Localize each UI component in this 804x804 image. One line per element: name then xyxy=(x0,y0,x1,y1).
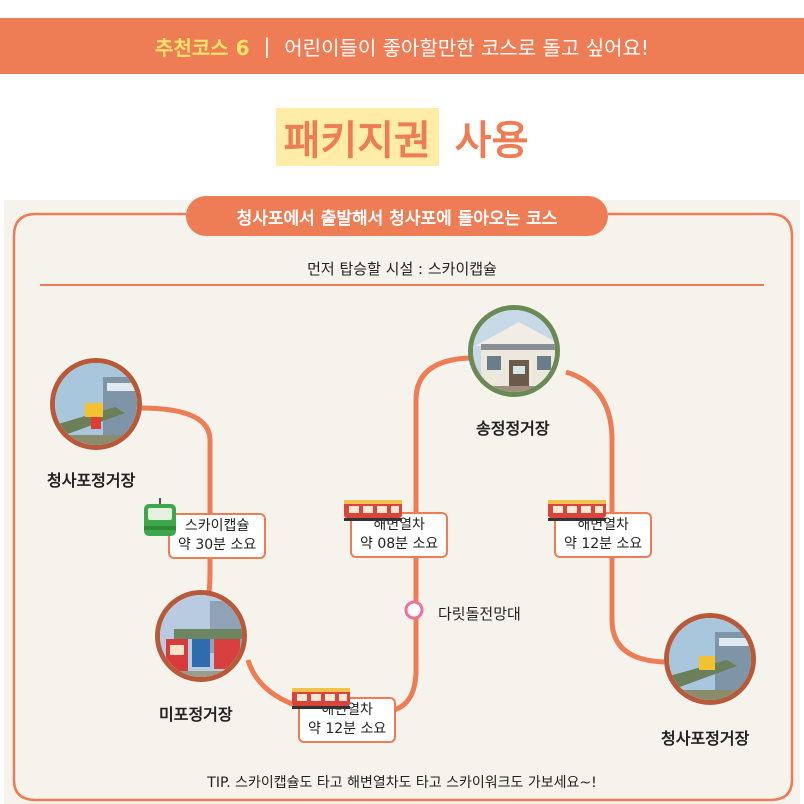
stop-marker xyxy=(404,600,424,620)
banner-text: 어린이들이 좋아할만한 코스로 돌고 싶어요! xyxy=(284,35,649,60)
songjeong-station-photo xyxy=(468,305,560,397)
station-label-cheongsapo-start: 청사포정거장 xyxy=(47,471,136,490)
station-photo-icon xyxy=(160,595,242,677)
leg-duration: 약 30분 소요 xyxy=(178,537,257,553)
station-label-cheongsapo-end: 청사포정거장 xyxy=(661,729,750,748)
route-title: 청사포에서 출발해서 청사포에 돌아오는 코스 xyxy=(186,196,608,236)
beach-train-icon xyxy=(548,500,606,521)
sky-capsule-icon xyxy=(144,498,176,536)
first-ride-text: 먼저 탑승할 시설 : 스카이캡슐 xyxy=(307,260,497,278)
leg-duration: 약 08분 소요 xyxy=(360,536,439,552)
station-label-songjeong: 송정정거장 xyxy=(476,419,550,438)
station-label-mipo: 미포정거장 xyxy=(159,705,233,724)
leg-info-sky-capsule: 스카이캡슐 약 30분 소요 xyxy=(168,513,267,559)
banner-divider: | xyxy=(263,34,271,58)
cheongsapo-end-photo xyxy=(664,613,756,705)
frame-line xyxy=(12,212,794,802)
stop-label-daritdol: 다릿돌전망대 xyxy=(438,605,521,623)
beach-train-icon xyxy=(292,688,350,709)
title-highlight: 패키지권 xyxy=(275,108,439,166)
tip-text: TIP. 스카이캡슐도 타고 해변열차도 타고 스카이워크도 가보세요~! xyxy=(207,775,597,791)
station-photo-icon xyxy=(473,310,555,392)
route-path-mipo xyxy=(245,355,471,715)
top-banner: 추천코스 6 | 어린이들이 좋아할만한 코스로 돌고 싶어요! xyxy=(0,18,804,74)
page-title: 패키지권 사용 xyxy=(0,108,804,166)
course-number: 추천코스 6 xyxy=(155,35,250,60)
beach-train-icon xyxy=(344,500,402,521)
title-rest: 사용 xyxy=(454,118,529,164)
cheongsapo-start-photo xyxy=(50,358,142,450)
mipo-station-photo xyxy=(155,590,247,682)
leg-name: 스카이캡슐 xyxy=(184,518,250,534)
leg-duration: 약 12분 소요 xyxy=(308,721,387,737)
leg-duration: 약 12분 소요 xyxy=(564,536,643,552)
station-photo-icon xyxy=(55,363,137,445)
